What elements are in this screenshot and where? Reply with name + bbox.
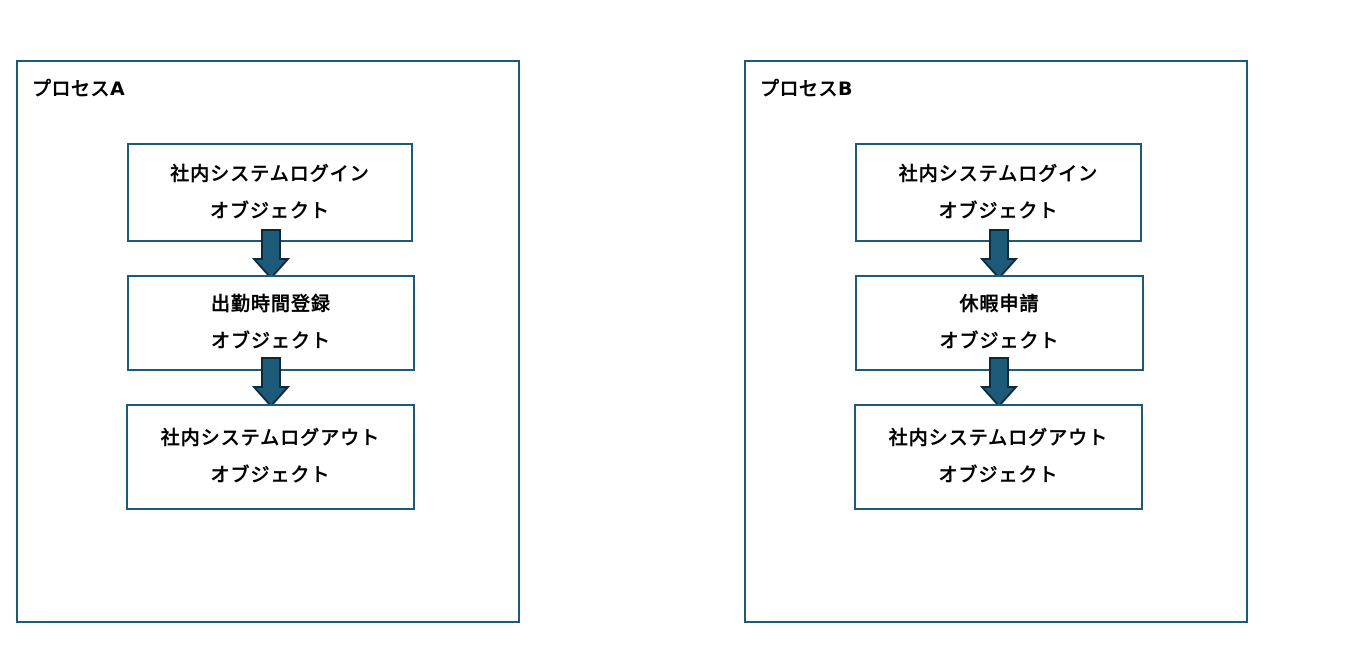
step-label: 社内システムログアウト	[888, 427, 1109, 449]
step-label: 出勤時間登録	[210, 293, 331, 315]
step-sublabel: オブジェクト	[938, 464, 1059, 486]
process-b-title: プロセスB	[760, 78, 853, 100]
step-sublabel: オブジェクト	[209, 199, 330, 222]
step-label: 社内システムログアウト	[160, 427, 381, 449]
process-a-arrow-1	[251, 229, 291, 280]
process-a-step-logout: 社内システムログアウト オブジェクト	[126, 404, 415, 510]
process-a-arrow-2	[251, 357, 291, 408]
arrow-down-icon	[979, 357, 1019, 408]
step-sublabel: オブジェクト	[938, 199, 1059, 222]
step-label: 社内システムログイン	[170, 162, 370, 185]
process-b-step-leave-request: 休暇申請 オブジェクト	[855, 275, 1144, 371]
process-b-frame: プロセスB 社内システムログイン オブジェクト 休暇申請 オブジェクト 社内シス…	[744, 60, 1248, 623]
arrow-down-icon	[251, 229, 291, 280]
process-b-step-logout: 社内システムログアウト オブジェクト	[854, 404, 1143, 510]
process-b-step-login: 社内システムログイン オブジェクト	[855, 143, 1142, 242]
arrow-down-icon	[251, 357, 291, 408]
process-a-frame: プロセスA 社内システムログイン オブジェクト 出勤時間登録 オブジェクト 社内…	[16, 60, 520, 623]
step-sublabel: オブジェクト	[939, 330, 1060, 352]
process-b-arrow-2	[979, 357, 1019, 408]
step-sublabel: オブジェクト	[210, 330, 331, 352]
process-b-arrow-1	[979, 229, 1019, 280]
arrow-down-icon	[979, 229, 1019, 280]
step-label: 休暇申請	[959, 293, 1040, 315]
step-label: 社内システムログイン	[898, 162, 1099, 185]
step-sublabel: オブジェクト	[210, 464, 331, 486]
process-a-title: プロセスA	[32, 78, 126, 100]
process-a-step-attendance: 出勤時間登録 オブジェクト	[127, 275, 415, 371]
process-a-step-login: 社内システムログイン オブジェクト	[127, 143, 413, 242]
